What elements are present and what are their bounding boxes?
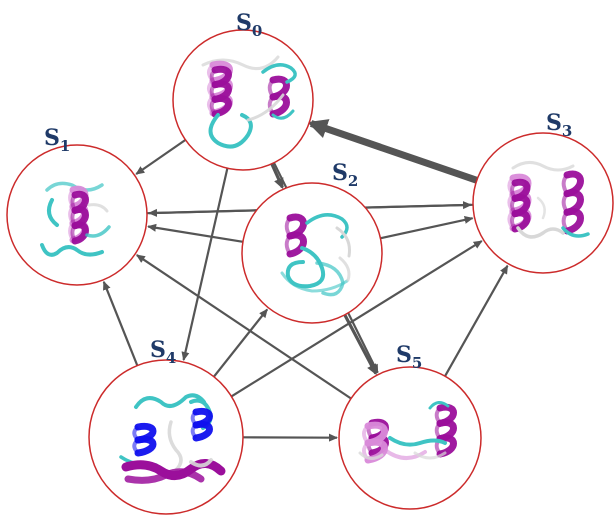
- protein-structure-s2: [280, 213, 351, 297]
- state-label-s5: S5: [396, 342, 422, 372]
- state-label-s1: S1: [44, 125, 70, 155]
- transition-arrow-s5-to-s3: [444, 264, 509, 377]
- protein-structure-s3: [507, 161, 590, 239]
- transition-arrow-s0-to-s4: [181, 167, 229, 361]
- transition-arrow-s4-to-s1: [102, 280, 139, 366]
- state-circle-s5: [338, 366, 482, 510]
- transition-arrow-s4-to-s3: [230, 240, 483, 398]
- state-circle-s4: [88, 359, 244, 515]
- transition-arrow-s2-to-s1: [147, 223, 244, 243]
- state-label-s4: S4: [150, 337, 176, 367]
- state-circle-s0: [172, 29, 314, 171]
- transition-arrow-s2-to-s5: [343, 314, 378, 376]
- state-node-s4: [88, 359, 244, 515]
- state-node-s1: [6, 144, 148, 286]
- state-node-s2: [241, 182, 383, 324]
- state-nodes: [6, 29, 614, 515]
- state-node-s3: [472, 132, 614, 274]
- state-label-s2: S2: [332, 160, 358, 190]
- transition-arrow-s0-to-s1: [135, 138, 187, 175]
- protein-structure-s5: [358, 401, 457, 464]
- state-node-s0: [172, 29, 314, 171]
- transition-arrow-s0-to-s2: [270, 163, 284, 190]
- protein-structure-s1: [40, 181, 111, 257]
- state-circle-s1: [6, 144, 148, 286]
- transition-arrow-s5-to-s1: [135, 254, 352, 400]
- transition-arrow-s2-to-s3: [380, 215, 474, 240]
- transition-arrow-s3-to-s0: [307, 119, 478, 184]
- state-label-s3: S3: [546, 110, 572, 140]
- state-node-s5: [338, 366, 482, 510]
- protein-structure-s0: [201, 55, 297, 149]
- protein-structure-s4: [119, 393, 226, 484]
- transition-arrow-s4-to-s2: [213, 308, 269, 378]
- state-label-s0: S0: [236, 10, 262, 40]
